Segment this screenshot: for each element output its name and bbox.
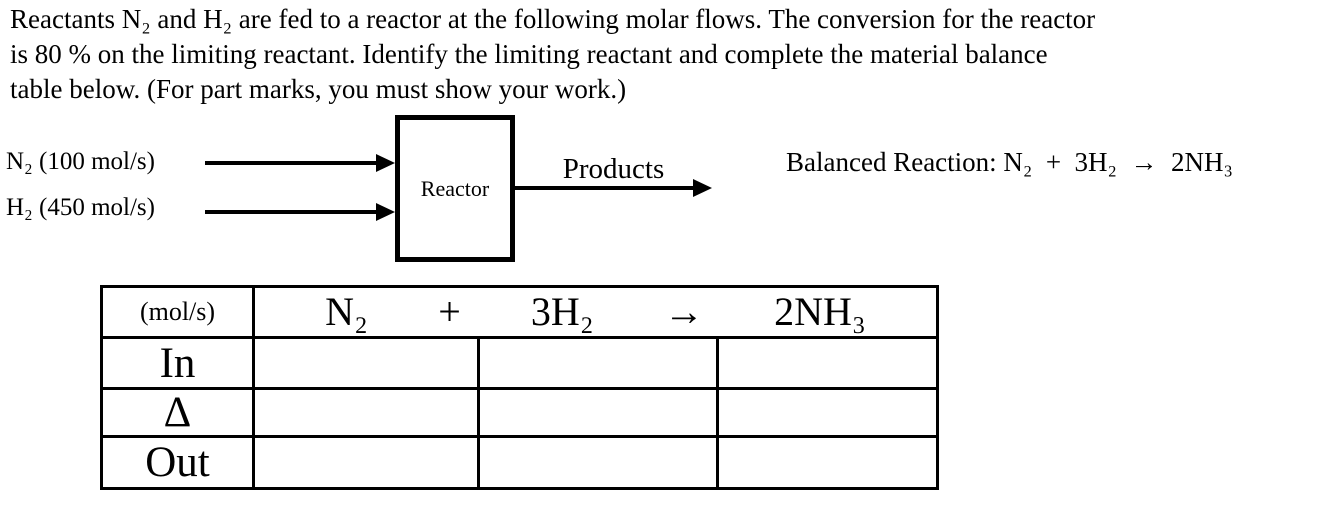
problem-statement: Reactants N₂ and H₂ are fed to a reactor… — [10, 2, 1095, 107]
table-row-in: In — [100, 336, 939, 390]
arrow-shaft — [205, 161, 378, 165]
row-label-delta: Δ — [100, 387, 255, 438]
arrow-shaft — [205, 210, 378, 214]
cell-in-nh3 — [716, 336, 939, 390]
cell-out-h2 — [477, 435, 719, 490]
arrow-shaft — [515, 186, 695, 190]
row-label-in: In — [100, 336, 255, 390]
arrow-head — [376, 203, 395, 221]
products-arrow-icon — [515, 179, 712, 197]
table-header-row: (mol/s) N₂ + 3H₂ → 2NH₃ — [100, 285, 939, 339]
reaction-header-cell: N₂ + 3H₂ → 2NH₃ — [252, 285, 939, 339]
cell-out-nh3 — [716, 435, 939, 490]
reaction-term-2nh3: 2NH₃ — [774, 289, 866, 334]
material-balance-table: (mol/s) N₂ + 3H₂ → 2NH₃ In — [100, 285, 939, 490]
cell-in-n2 — [252, 336, 480, 390]
reactor-label: Reactor — [420, 175, 490, 201]
table-row-delta: Δ — [100, 387, 939, 438]
cell-delta-h2 — [477, 387, 719, 438]
problem-line-3: table below. (For part marks, you must s… — [10, 74, 627, 104]
plus-sign: + — [438, 289, 461, 334]
problem-line-1: Reactants N₂ and H₂ are fed to a reactor… — [10, 4, 1096, 34]
feed-h2-arrow-icon — [205, 203, 395, 221]
right-arrow-icon: → — [663, 289, 704, 334]
cell-out-n2 — [252, 435, 480, 490]
row-label-out: Out — [100, 435, 255, 490]
balanced-reaction-text: Balanced Reaction: N₂ + 3H₂ → 2NH₃ — [786, 147, 1233, 177]
products-label: Products — [562, 153, 665, 185]
reaction-equation: N₂ + 3H₂ → 2NH₃ — [255, 292, 936, 332]
units-header-cell: (mol/s) — [100, 285, 255, 339]
arrow-head — [376, 154, 395, 172]
reaction-term-n2: N₂ — [325, 289, 369, 334]
cell-delta-n2 — [252, 387, 480, 438]
feed-n2-arrow-icon — [205, 154, 395, 172]
feed-n2-label: N₂ (100 mol/s) — [6, 148, 155, 175]
problem-line-2: is 80 % on the limiting reactant. Identi… — [10, 39, 1048, 69]
cell-delta-nh3 — [716, 387, 939, 438]
reaction-term-3h2: 3H₂ — [530, 289, 594, 334]
cell-in-h2 — [477, 336, 719, 390]
reactor-box: Reactor — [395, 115, 515, 262]
feed-h2-label: H₂ (450 mol/s) — [6, 194, 155, 221]
table-row-out: Out — [100, 435, 939, 490]
arrow-head — [693, 179, 712, 197]
